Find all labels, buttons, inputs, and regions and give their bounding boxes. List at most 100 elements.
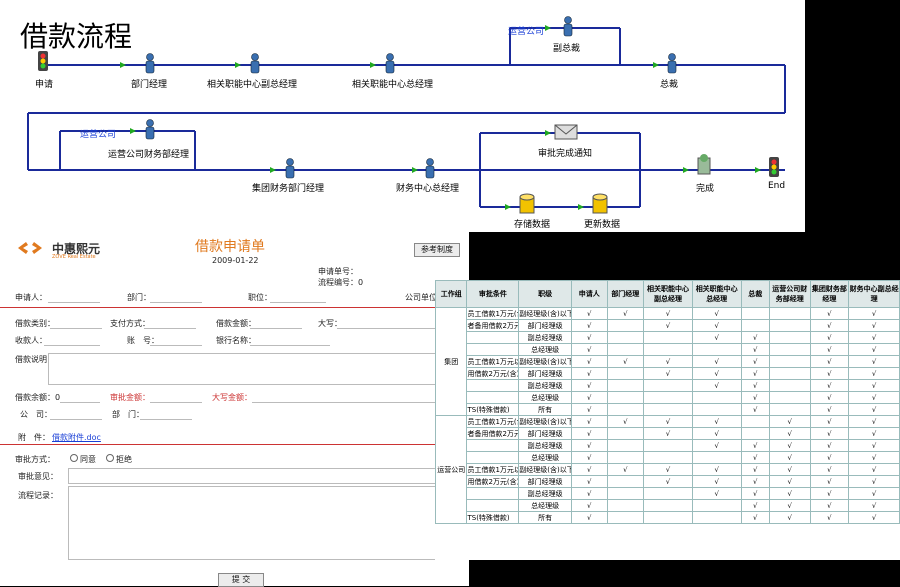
matrix-header-cell: 总裁 [740,280,770,308]
matrix-cond-cell [466,439,520,452]
matrix-check-cell: √ [691,439,742,452]
matrix-check-cell: √ [571,415,608,428]
capital-field[interactable] [337,328,465,329]
mail-icon [554,124,578,140]
matrix-check-cell [768,379,811,392]
person-icon [425,158,435,179]
matrix-level-cell: 副经理级(含)以下员工 [518,463,573,476]
matrix-check-cell: √ [740,475,770,488]
matrix-check-cell: √ [848,367,900,380]
matrix-check-cell [606,343,645,356]
loan-desc-textarea[interactable] [48,353,462,385]
matrix-check-cell: √ [571,343,608,356]
node-func-general: 相关职能中心总经理 [352,80,434,90]
payee-field[interactable] [44,345,100,346]
end-light-icon [769,157,779,177]
matrix-header-cell: 相关职能中心副总经理 [643,280,693,308]
matrix-check-cell: √ [691,331,742,344]
account-field[interactable] [150,345,202,346]
applicant-field[interactable] [48,302,100,303]
matrix-cond-cell: 者备用借款2万元以下 [466,427,520,440]
attach-link[interactable]: 借款附件.doc [52,433,101,442]
matrix-check-cell: √ [809,487,850,500]
matrix-check-cell [643,511,693,524]
matrix-level-cell: 副经理级(含)以下员工 [518,307,573,320]
payment-method-field[interactable] [144,328,196,329]
approved-capital-label: 大写金额： [212,393,252,402]
matrix-group-cell: 集团 [434,307,468,416]
database-icon [519,193,535,214]
bank-field[interactable] [250,345,330,346]
matrix-check-cell: √ [809,355,850,368]
matrix-check-cell: √ [848,475,900,488]
matrix-level-cell: 副总经理级 [518,379,573,392]
matrix-check-cell: √ [691,367,742,380]
node-func-deputy: 相关职能中心副总经理 [207,80,298,90]
opinion-textarea[interactable] [68,468,462,484]
matrix-check-cell [691,511,742,524]
approved-capital-field[interactable] [252,402,462,403]
matrix-check-cell: √ [691,427,742,440]
matrix-check-cell: √ [848,343,900,356]
matrix-check-cell: √ [691,487,742,500]
matrix-row: 员工借款1万元以上或者备副经理级(含)以下员工√√√√√√√√ [436,463,900,476]
matrix-row: 总经理级√√√√√ [436,451,900,464]
matrix-level-cell: 部门经理级 [518,367,573,380]
matrix-check-cell: √ [848,379,900,392]
matrix-check-cell: √ [809,307,850,320]
matrix-check-cell: √ [809,331,850,344]
flow-lines [27,16,786,214]
matrix-level-cell: 部门经理级 [518,319,573,332]
matrix-check-cell [606,439,645,452]
reject-radio[interactable] [106,454,114,462]
node-update: 更新数据 [584,220,621,230]
matrix-header-cell: 运营公司财务部经理 [768,280,811,308]
loan-type-field[interactable] [50,328,102,329]
matrix-check-cell [606,379,645,392]
matrix-check-cell: √ [643,319,693,332]
applicant-label: 申请人： [15,293,47,302]
matrix-header-cell: 部门经理 [606,280,645,308]
matrix-row: 副总经理级√√√√√√ [436,487,900,500]
submit-button[interactable]: 提 交 [218,573,264,587]
matrix-cond-cell: 者备用借款2万元以下 [466,319,520,332]
logo-text: 中惠熙元 [52,242,101,256]
matrix-check-cell: √ [809,451,850,464]
vp-branch-label: 运营公司 [508,27,545,37]
matrix-level-cell: 部门经理级 [518,427,573,440]
matrix-check-cell: √ [809,343,850,356]
done-icon [697,154,711,175]
person-icon [145,119,155,140]
matrix-check-cell: √ [740,403,770,416]
matrix-check-cell [606,331,645,344]
matrix-header: 工作组审批条件职级申请人部门经理相关职能中心副总经理相关职能中心总经理总裁运营公… [434,280,900,308]
flow-no-label: 流程编号：0 [318,278,364,287]
matrix-cond-cell: 员工借款1万元(含)以下或 [466,415,520,428]
department-field[interactable] [140,419,192,420]
matrix-check-cell: √ [740,439,770,452]
matrix-check-cell: √ [848,403,900,416]
matrix-check-cell: √ [768,475,811,488]
loan-amount-field[interactable] [250,328,302,329]
node-apply: 申请 [35,80,54,90]
record-textarea[interactable] [68,486,462,560]
dept-field[interactable] [150,302,202,303]
matrix-check-cell [768,403,811,416]
matrix-row: 员工借款1万元以上或者备副经理级(含)以下员工√√√√√√√ [436,355,900,368]
matrix-cond-cell: 用借款2万元(含)以上 [466,367,520,380]
matrix-check-cell: √ [571,439,608,452]
approved-amount-field[interactable] [150,402,202,403]
matrix-check-cell [643,499,693,512]
matrix-check-cell: √ [571,451,608,464]
matrix-check-cell [643,451,693,464]
agree-radio[interactable] [70,454,78,462]
matrix-check-cell: √ [740,487,770,500]
matrix-check-cell: √ [848,355,900,368]
position-field[interactable] [270,302,326,303]
approved-amount-label: 审批金额： [110,393,150,402]
node-done: 完成 [696,184,715,194]
company-field[interactable] [50,419,102,420]
account-label: 账 号： [127,336,159,345]
reference-button[interactable]: 参考制度 [414,243,460,257]
matrix-check-cell: √ [768,463,811,476]
